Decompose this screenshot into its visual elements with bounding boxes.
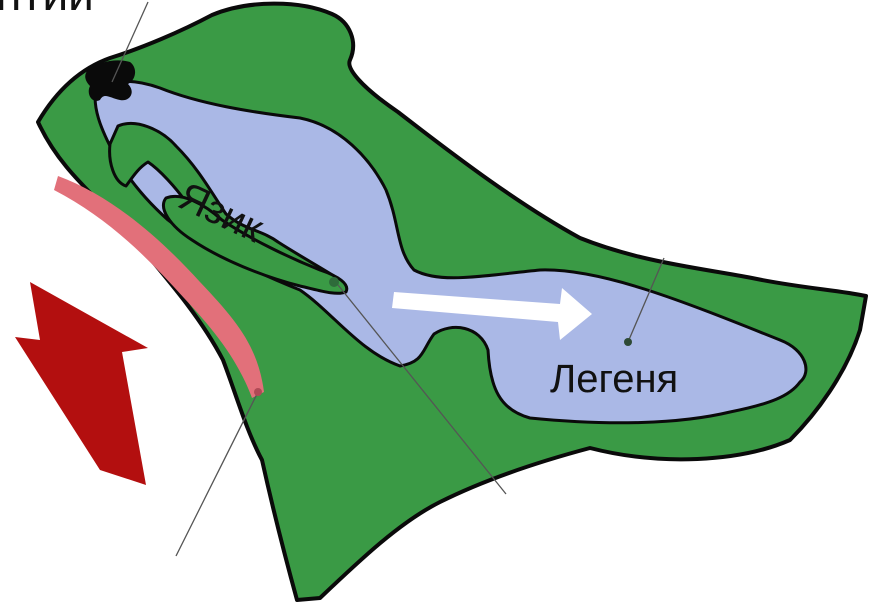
tongue-shape: [162, 195, 349, 295]
pink-band: [54, 176, 264, 398]
pointer-line-lung: [627, 257, 665, 343]
label-lung: Легеня: [550, 357, 678, 401]
red-airflow-arrow: [15, 282, 148, 485]
pointer-line-top: [111, 1, 149, 83]
marker-dot-throat: [254, 388, 262, 396]
marker-dot-tongue: [329, 277, 339, 287]
marker-dot-lung: [624, 338, 632, 346]
nostril-blob: [85, 60, 136, 101]
pointer-line-tongue: [333, 279, 507, 495]
white-airflow-arrow: [392, 288, 592, 340]
pointer-line-throat: [175, 391, 259, 557]
label-top-cut: нтии: [0, 0, 94, 20]
